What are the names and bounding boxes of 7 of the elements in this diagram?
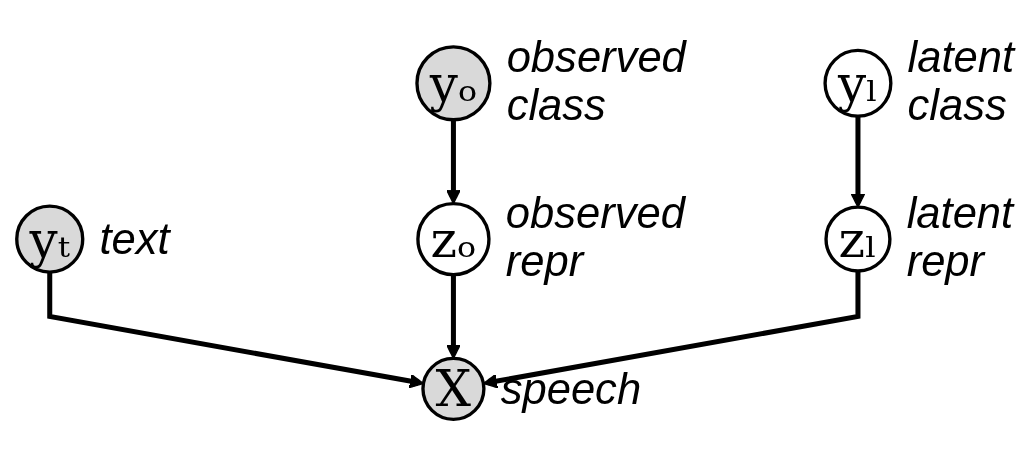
node-caption: observed repr (505, 189, 685, 286)
arrow (850, 116, 866, 208)
node-caption: speech (500, 365, 642, 414)
node-caption: latent repr (906, 189, 1014, 286)
node-caption: observed class (506, 33, 686, 130)
node-caption: text (99, 215, 170, 264)
node-caption: latent class (907, 33, 1015, 130)
